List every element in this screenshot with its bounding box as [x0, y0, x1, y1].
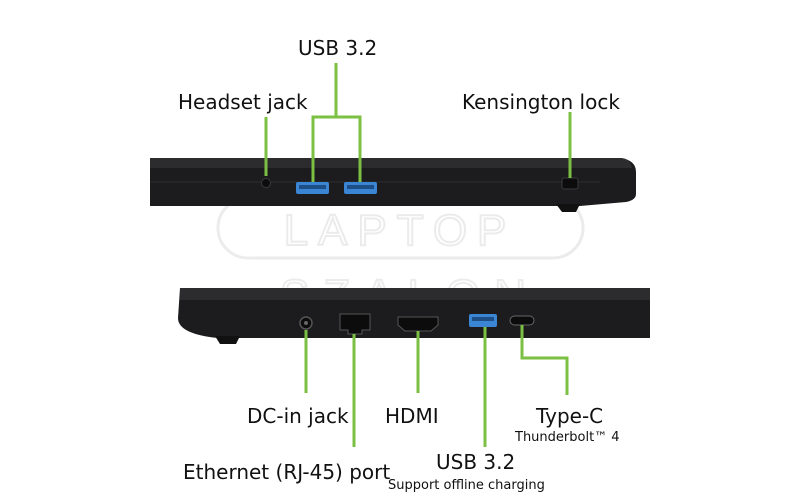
ethernet-port	[339, 313, 371, 335]
hdmi-label: HDMI	[385, 404, 439, 428]
usb-3-2-label-top: USB 3.2	[298, 36, 378, 60]
laptop-left-side	[150, 158, 636, 212]
offline-charging-sublabel: Support offline charging	[388, 478, 545, 493]
hdmi-port	[397, 316, 439, 332]
dc-in-jack-label: DC-in jack	[247, 404, 349, 428]
type-c-port	[509, 315, 535, 326]
type-c-label: Type-C	[536, 404, 604, 428]
thunderbolt-sublabel: Thunderbolt™ 4	[515, 430, 620, 445]
ethernet-port-label: Ethernet (RJ-45) port	[183, 460, 391, 484]
bottom-leader-lines	[304, 325, 569, 447]
headset-jack-label: Headset jack	[178, 90, 308, 114]
laptop-right-side	[178, 288, 650, 344]
top-leader-lines	[264, 63, 572, 182]
kensington-lock-label: Kensington lock	[462, 90, 620, 114]
kensington-slot	[561, 177, 579, 190]
headset-jack-port	[261, 178, 271, 188]
watermark-line1: LAPTOP	[284, 206, 517, 255]
usb-3-2-label-bottom: USB 3.2	[436, 450, 516, 474]
